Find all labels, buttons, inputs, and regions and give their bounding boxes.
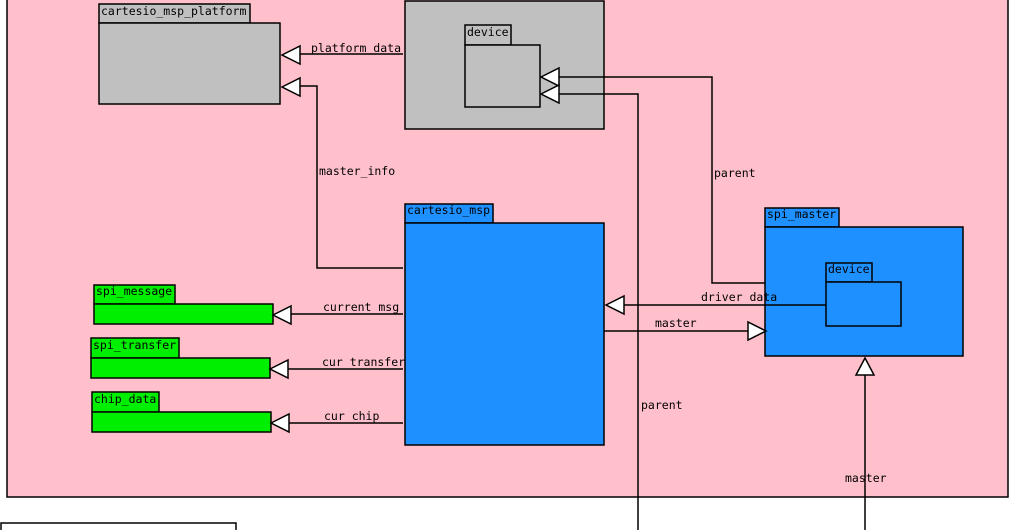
spi-transfer-label: spi_transfer xyxy=(93,338,176,352)
arrowhead-master-bottom xyxy=(854,356,876,376)
spi-master-node: spi_master device xyxy=(764,207,964,357)
spi-transfer-body xyxy=(90,357,271,379)
arrowhead-current-msg xyxy=(271,304,292,326)
edge-label-cur-transfer: cur transfer xyxy=(322,355,405,369)
edge-label-master-mid: master xyxy=(655,316,697,330)
arrowhead-parent-lower xyxy=(539,83,560,105)
edge-label-cur-chip: cur chip xyxy=(324,409,379,423)
platform-label: cartesio_msp_platform xyxy=(101,4,246,18)
arrowhead-master-info xyxy=(280,76,301,98)
edge-parent-lower-line xyxy=(559,93,639,530)
platform-node: cartesio_msp_platform xyxy=(98,3,281,105)
spi-master-body xyxy=(764,226,964,357)
cartesio-msp-body xyxy=(404,222,605,446)
chip-data-label: chip_data xyxy=(94,392,156,406)
spi-master-label: spi_master xyxy=(767,207,836,221)
arrowhead-platform-data xyxy=(280,44,301,66)
edge-parent-upper-line xyxy=(559,76,765,284)
device-top-body xyxy=(464,44,541,108)
spi-message-label: spi_message xyxy=(96,284,172,298)
arrowhead-master-mid xyxy=(747,320,768,342)
platform-body xyxy=(98,22,281,105)
top-container-node: device xyxy=(404,0,605,130)
edge-label-driver-data: driver data xyxy=(701,290,777,304)
edge-label-master-bottom: master xyxy=(845,471,887,485)
arrowhead-cur-chip xyxy=(269,412,290,434)
edge-label-platform-data: platform data xyxy=(311,41,401,55)
edge-label-parent-lower: parent xyxy=(641,398,683,412)
partial-box-bottom xyxy=(0,522,237,530)
edge-master-info-line xyxy=(300,85,403,269)
device-right-label: device xyxy=(828,262,870,276)
cartesio-msp-node: cartesio_msp xyxy=(404,203,605,446)
edge-label-master-info: master_info xyxy=(319,164,395,178)
chip-data-node: chip_data xyxy=(91,391,272,433)
arrowhead-driver-data xyxy=(604,294,625,316)
device-right-body xyxy=(825,281,902,327)
edge-label-current-msg: current msg xyxy=(323,300,399,314)
spi-message-body xyxy=(93,303,274,325)
spi-transfer-node: spi_transfer xyxy=(90,337,271,379)
arrowhead-parent-upper xyxy=(539,66,560,88)
edge-label-parent-upper: parent xyxy=(714,166,756,180)
cartesio-msp-label: cartesio_msp xyxy=(407,203,490,217)
device-top-label: device xyxy=(467,25,509,39)
chip-data-body xyxy=(91,411,272,433)
spi-message-node: spi_message xyxy=(93,284,274,325)
arrowhead-cur-transfer xyxy=(268,358,289,380)
